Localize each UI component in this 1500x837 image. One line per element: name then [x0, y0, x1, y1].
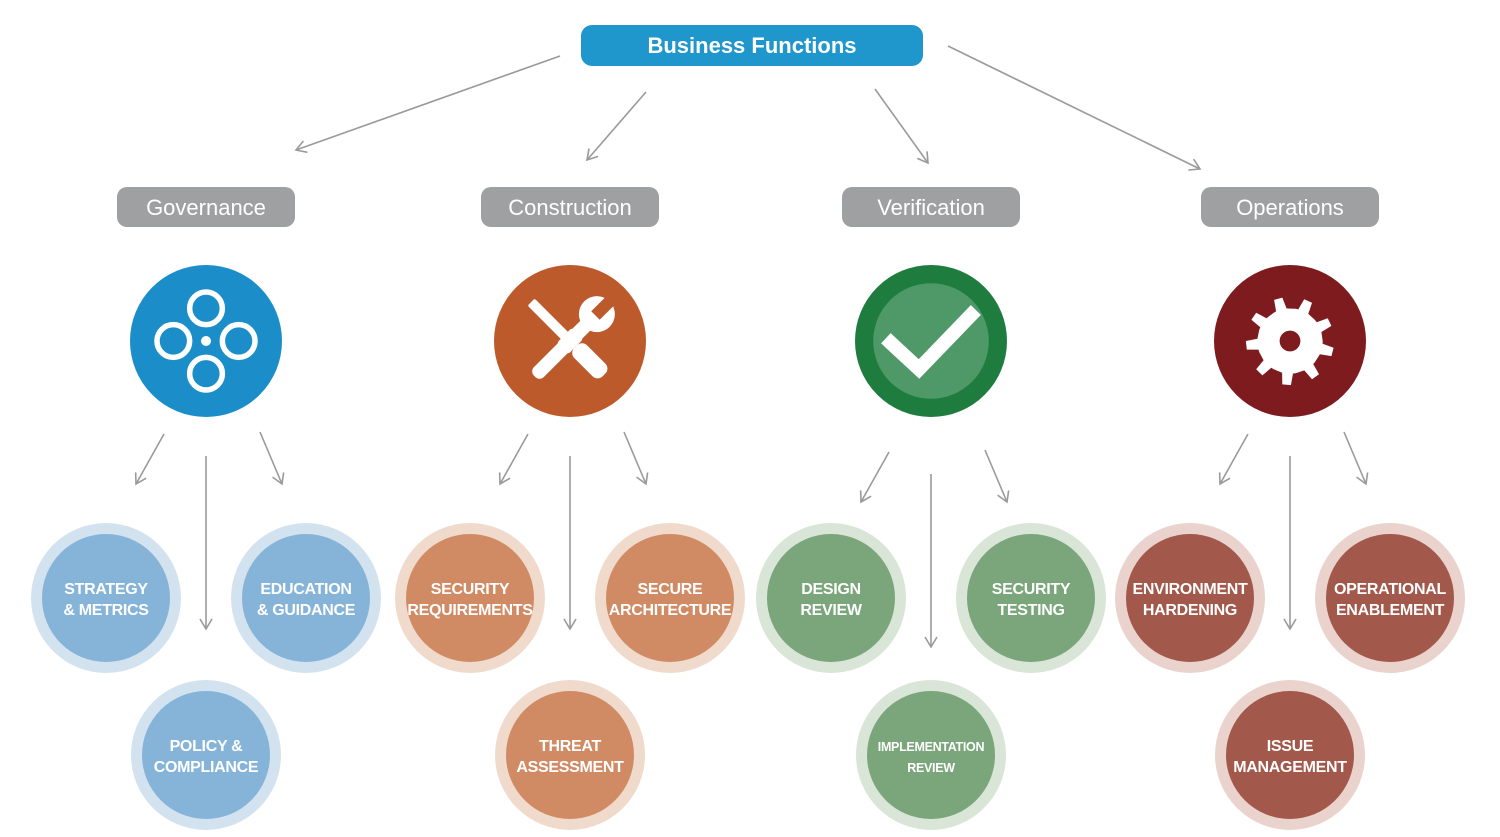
- verification-practice-security-testing[interactable]: SECURITY TESTING: [956, 523, 1106, 673]
- root-node[interactable]: Business Functions: [581, 25, 923, 66]
- practice-label-line: ENABLEMENT: [1336, 602, 1445, 619]
- construction-arrow-1: [498, 433, 529, 486]
- verification-arrow-1: [859, 451, 890, 504]
- practice-label-line: THREAT: [539, 738, 601, 755]
- practice-label-line: HARDENING: [1143, 602, 1237, 619]
- practice-label-line: ARCHITECTURE: [609, 602, 732, 619]
- governance-label-pill[interactable]: Governance: [117, 187, 295, 227]
- governance-practice-strategy-metrics[interactable]: STRATEGY & METRICS: [31, 523, 181, 673]
- governance-practice-policy-compliance[interactable]: POLICY & COMPLIANCE: [131, 680, 281, 830]
- verification-arrow-3: [984, 449, 1010, 504]
- governance-arrow-3: [259, 431, 285, 486]
- governance-practice-education-guidance[interactable]: EDUCATION & GUIDANCE: [231, 523, 381, 673]
- construction-practice-threat-assessment[interactable]: THREAT ASSESSMENT: [495, 680, 645, 830]
- checkmark-icon: [873, 283, 989, 399]
- construction-label-pill[interactable]: Construction: [481, 187, 659, 227]
- practice-label-line: EDUCATION: [260, 581, 351, 598]
- operations-practice-environment-hardening[interactable]: ENVIRONMENT HARDENING: [1115, 523, 1265, 673]
- practice-label-line: TESTING: [997, 602, 1064, 619]
- practice-label-line: COMPLIANCE: [154, 759, 259, 776]
- verification-label: Verification: [877, 195, 985, 220]
- verification-practice-implementation-review[interactable]: IMPLEMENTATION REVIEW: [856, 680, 1006, 830]
- verification-practice-design-review[interactable]: DESIGN REVIEW: [756, 523, 906, 673]
- gear-icon: [1245, 297, 1334, 386]
- root-label: Business Functions: [647, 33, 856, 58]
- practice-label-line: ENVIRONMENT: [1133, 581, 1248, 598]
- root-arrow-governance: [294, 55, 561, 154]
- practice-label-line: REQUIREMENTS: [407, 602, 533, 619]
- practice-label-line: IMPLEMENTATION: [878, 740, 985, 754]
- practice-label-line: ASSESSMENT: [516, 759, 624, 776]
- governance-label: Governance: [146, 195, 266, 220]
- practice-label-line: SECURITY: [992, 581, 1071, 598]
- practice-label-line: MANAGEMENT: [1233, 759, 1347, 776]
- verification-label-pill[interactable]: Verification: [842, 187, 1020, 227]
- construction-label: Construction: [508, 195, 632, 220]
- practice-label-line: REVIEW: [800, 602, 863, 619]
- practice-label-line: REVIEW: [907, 761, 955, 775]
- operations-label: Operations: [1236, 195, 1344, 220]
- practice-label-line: OPERATIONAL: [1334, 581, 1446, 598]
- root-arrows: [294, 45, 1202, 171]
- operations-icon-circle[interactable]: [1214, 265, 1366, 417]
- construction-practice-secure-architecture[interactable]: SECURE ARCHITECTURE: [595, 523, 745, 673]
- practice-label-line: POLICY &: [170, 738, 244, 755]
- tools-icon: [528, 294, 617, 379]
- verification-icon-circle[interactable]: [855, 265, 1007, 417]
- practice-label-line: & METRICS: [63, 602, 149, 619]
- root-arrow-operations: [947, 45, 1202, 171]
- root-pill[interactable]: [581, 25, 923, 66]
- construction-icon-circle[interactable]: [494, 265, 646, 417]
- practice-label-line: SECURITY: [431, 581, 510, 598]
- construction-arrow-3: [623, 431, 649, 486]
- operations-label-pill[interactable]: Operations: [1201, 187, 1379, 227]
- root-arrow-verification: [874, 88, 929, 165]
- governance-arrow-1: [134, 433, 165, 486]
- operations-practice-operational-enablement[interactable]: OPERATIONAL ENABLEMENT: [1315, 523, 1465, 673]
- practice-label-line: STRATEGY: [64, 581, 148, 598]
- root-arrow-construction: [585, 91, 647, 162]
- operations-arrow-3: [1343, 431, 1369, 486]
- network-icon: [154, 289, 258, 393]
- practice-label-line: DESIGN: [801, 581, 861, 598]
- operations-arrow-1: [1218, 433, 1249, 486]
- construction-practice-security-requirements[interactable]: SECURITY REQUIREMENTS: [395, 523, 545, 673]
- operations-practice-issue-management[interactable]: ISSUE MANAGEMENT: [1215, 680, 1365, 830]
- practice-label-line: & GUIDANCE: [257, 602, 356, 619]
- practice-label-line: ISSUE: [1267, 738, 1314, 755]
- practice-label-line: SECURE: [638, 581, 704, 598]
- governance-icon-circle[interactable]: [130, 265, 282, 417]
